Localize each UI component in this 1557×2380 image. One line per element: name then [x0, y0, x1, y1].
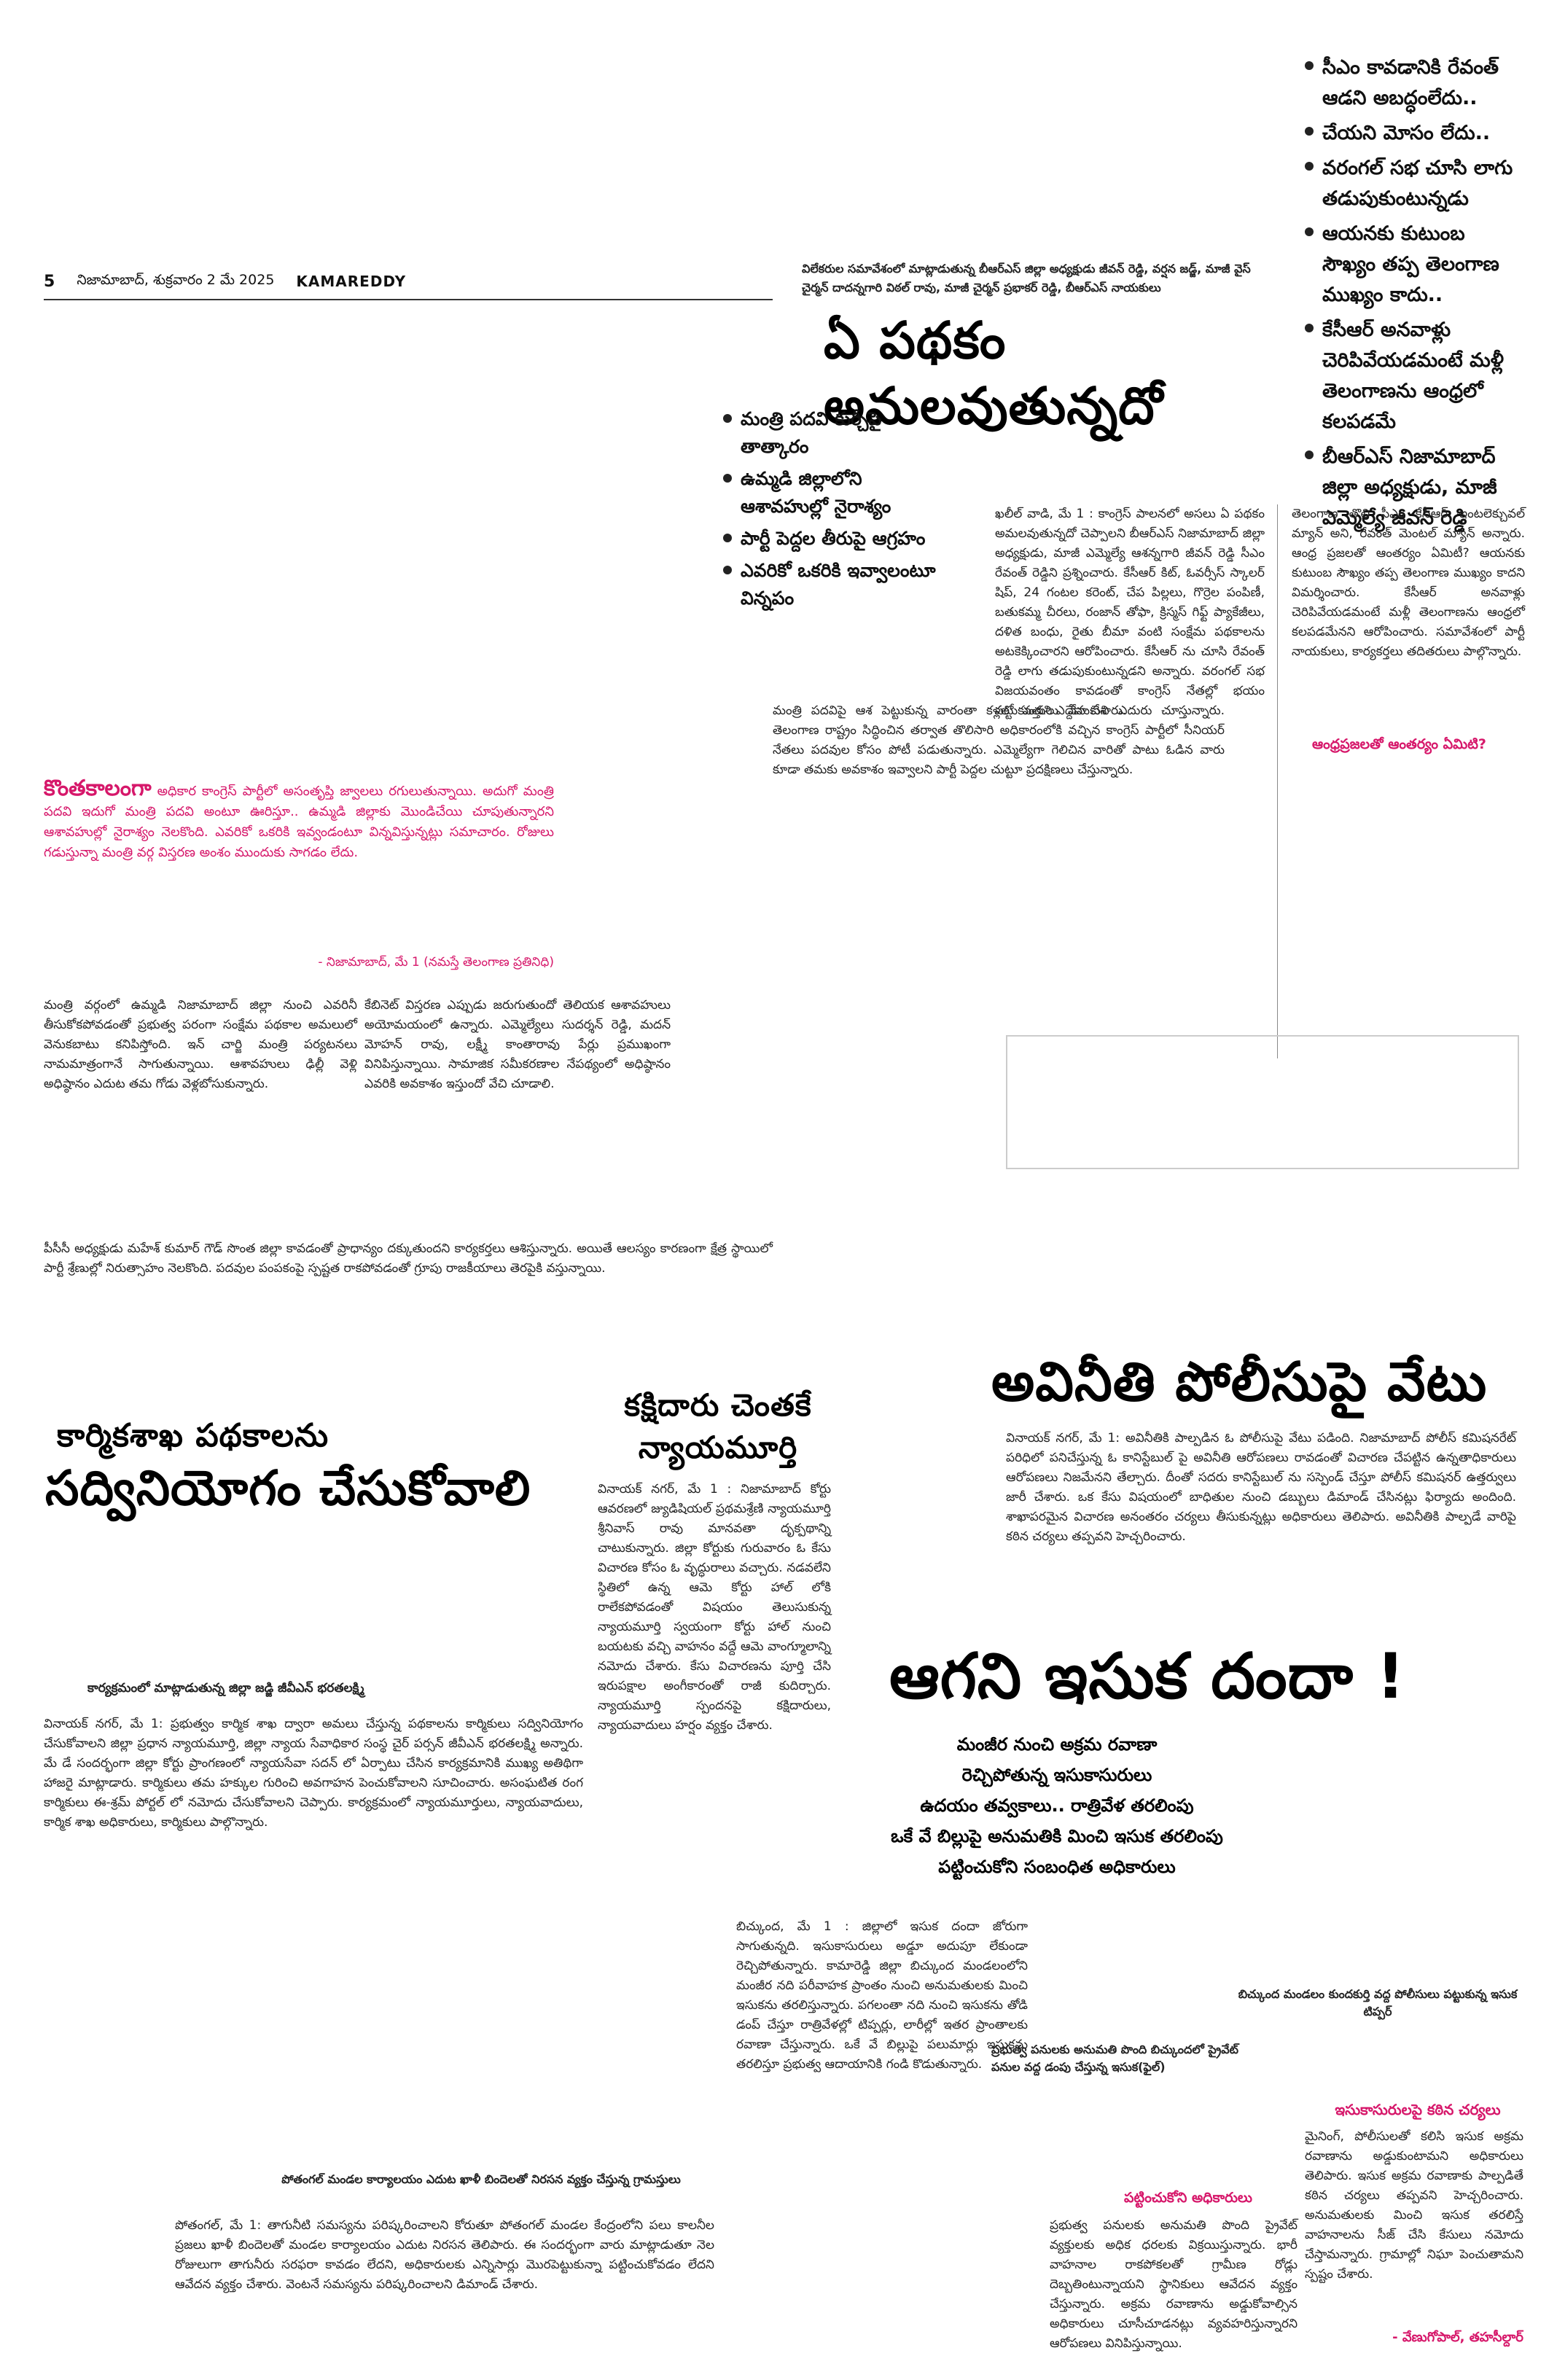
sand-headline: ఆగని ఇసుక దందా ! [889, 1640, 1406, 1713]
minister-body-d: పీసీసీ అధ్యక్షుడు మహేశ్ కుమార్ గౌడ్ సొంత… [44, 1241, 773, 1276]
police-body: వినాయక్ నగర్, మే 1: అవినీతికి పాల్పడిన ఓ… [1006, 1431, 1516, 1544]
main-body-col2: తెలంగాణ తొలి సీఎం కేసీఆర్ ఇంటలెక్చువల్ మ… [1292, 507, 1525, 659]
labour-photo-caption: కార్యక్రమంలో మాట్లాడుతున్న జిల్లా జడ్జి … [87, 1681, 364, 1696]
list-item: కేసీఆర్ అనవాళ్లు చెరిపివేయడమంటే మళ్లీ తె… [1303, 315, 1522, 437]
minister-body-b: మంత్రి వర్గంలో ఉమ్మడి నిజామాబాద్ జిల్లా … [44, 998, 357, 1091]
sand-body-right: మైనింగ్, పోలీసులతో కలిసి ఇసుక అక్రమ రవాణ… [1305, 2129, 1523, 2282]
sand-body-col1: బిచ్కుంద, మే 1 : జిల్లాలో ఇసుక దందా జోరు… [736, 1919, 1028, 2072]
list-item: బీఆర్ఎస్ నిజామాబాద్ జిల్లా అధ్యక్షుడు, మ… [1303, 442, 1522, 534]
sand-inset-caption: ప్రభుత్వ పనులకు అనుమతి పొంది బిచ్కుందలో … [991, 2042, 1238, 2074]
photo-caption: విలేకరుల సమావేశంలో మాట్లాడుతున్న బీఆర్ఎస… [802, 262, 1251, 294]
list-item: ఒకే వే బిల్లుపై అనుమతికి మించి ఇసుక తరలి… [891, 1826, 1223, 1846]
page-number: 5 [44, 272, 55, 291]
pothangal-body: పోతంగల్, మే 1: తాగునీటి సమస్యను పరిష్కరి… [175, 2218, 714, 2292]
sand-subhead-right: ఇసుకాసురులపై కఠిన చర్యలు [1335, 2101, 1501, 2118]
list-item: పట్టించుకోని సంబంధిత అధికారులు [938, 1857, 1176, 1877]
list-item: సీఎం కావడానికి రేవంత్ ఆడని అబద్ధంలేదు.. [1303, 52, 1522, 114]
minister-dateline: - నిజామాబాద్, మే 1 (నమస్తే తెలంగాణ ప్రతి… [318, 955, 554, 969]
minister-intro: కొంతకాలంగా అధికార కాంగ్రెస్ పార్టీలో అసం… [44, 776, 554, 863]
list-item: మంజీర నుంచి అక్రమ రవాణా [956, 1734, 1158, 1755]
list-item: వరంగల్ సభ చూసి లాగు తడుపుకుంటున్నడు [1303, 153, 1522, 214]
judge-headline-1: కక్షిదారు చెంతకే [624, 1387, 812, 1423]
masthead: 5 నిజామాబాద్, శుక్రవారం 2 మే 2025 KAMARE… [44, 268, 452, 294]
sand-subhead-mid: పట్టించుకోని అధికారులు [1124, 2190, 1252, 2206]
sand-byline: - వేణుగోపాల్, తహసీల్దార్ [1392, 2330, 1523, 2345]
judge-body: వినాయక్ నగర్, మే 1 : నిజామాబాద్ కోర్టు ఆ… [598, 1482, 831, 1733]
edition-name: KAMAREDDY [296, 273, 407, 290]
main-col-divider [1277, 504, 1278, 1058]
list-item: ఎవరికో ఒకరికి ఇవ్వాలంటూ విన్నపం [722, 557, 955, 612]
date-line: నిజామాబాద్, శుక్రవారం 2 మే 2025 [77, 271, 275, 288]
list-item: పార్టీ పెద్దల తీరుపై ఆగ్రహం [722, 525, 955, 553]
main-bullets: మంత్రి పదవి కుర్చీపై తాత్కారం ఉమ్మడి జిల… [722, 405, 955, 617]
main-body-col1: ఖలీల్ వాడి, మే 1 : కాంగ్రెస్ పాలనలో అసలు… [995, 507, 1265, 718]
main-headline: ఏ పథకం అమలవుతున్నదో [824, 311, 1164, 436]
minister-intro-lead: కొంతకాలంగా [44, 776, 152, 801]
list-item: ఉదయం తవ్వకాలు.. రాత్రివేళ తరలింపు [920, 1795, 1194, 1816]
sand-bullets: మంజీర నుంచి అక్రమ రవాణా రెచ్చిపోతున్న ఇస… [831, 1729, 1283, 1882]
top-right-bullets: సీఎం కావడానికి రేవంత్ ఆడని అబద్ధంలేదు.. … [1303, 52, 1522, 538]
labour-body: వినాయక్ నగర్, మే 1: ప్రభుత్వం కార్మిక శా… [44, 1717, 583, 1830]
list-item: ఆయనకు కుటుంబ సౌఖ్యం తప్ప తెలంగాణ ముఖ్యం … [1303, 219, 1522, 311]
labour-headline-2: సద్వినియోగం చేసుకోవాలి [45, 1460, 531, 1516]
minister-body-a: మంత్రి పదవిపై ఆశ పెట్టుకున్న వారంతా కళ్ల… [773, 703, 1225, 777]
sand-photo-caption: బిచ్కుంద మండలం కుందకుర్తి వద్ద పోలీసులు … [1238, 1987, 1518, 2018]
police-headline: అవినీతి పోలీసుపై వేటు [991, 1351, 1488, 1413]
photo-placeholder [1006, 1035, 1519, 1169]
pothangal-photo-caption: పోతంగల్ మండల కార్యాలయం ఎదుట ఖాళీ బిందెలత… [281, 2172, 681, 2186]
masthead-rule [44, 299, 773, 300]
list-item: రెచ్చిపోతున్న ఇసుకాసురులు [961, 1765, 1152, 1785]
sand-body-col2: ప్రభుత్వ పనులకు అనుమతి పొంది ప్రైవేట్ వ్… [1050, 2218, 1298, 2351]
list-item: మంత్రి పదవి కుర్చీపై తాత్కారం [722, 405, 955, 461]
list-item: చేయని మోసం లేదు.. [1303, 118, 1522, 149]
judge-headline-2: న్యాయమూర్తి [638, 1429, 798, 1465]
labour-headline-1: కార్మికశాఖ పథకాలను [57, 1417, 329, 1454]
list-item: ఉమ్మడి జిల్లాలోని ఆశావహుల్లో నైరాశ్యం [722, 465, 955, 520]
minister-body-c: కేబినెట్ విస్తరణ ఎప్పుడు జరుగుతుందో తెలి… [364, 998, 671, 1091]
minister-intro-text: అధికార కాంగ్రెస్ పార్టీలో అసంతృప్తి జ్వా… [44, 784, 554, 860]
main-subhead: ఆంధ్రప్రజలతో ఆంతర్యం ఏమిటి? [1312, 736, 1486, 752]
